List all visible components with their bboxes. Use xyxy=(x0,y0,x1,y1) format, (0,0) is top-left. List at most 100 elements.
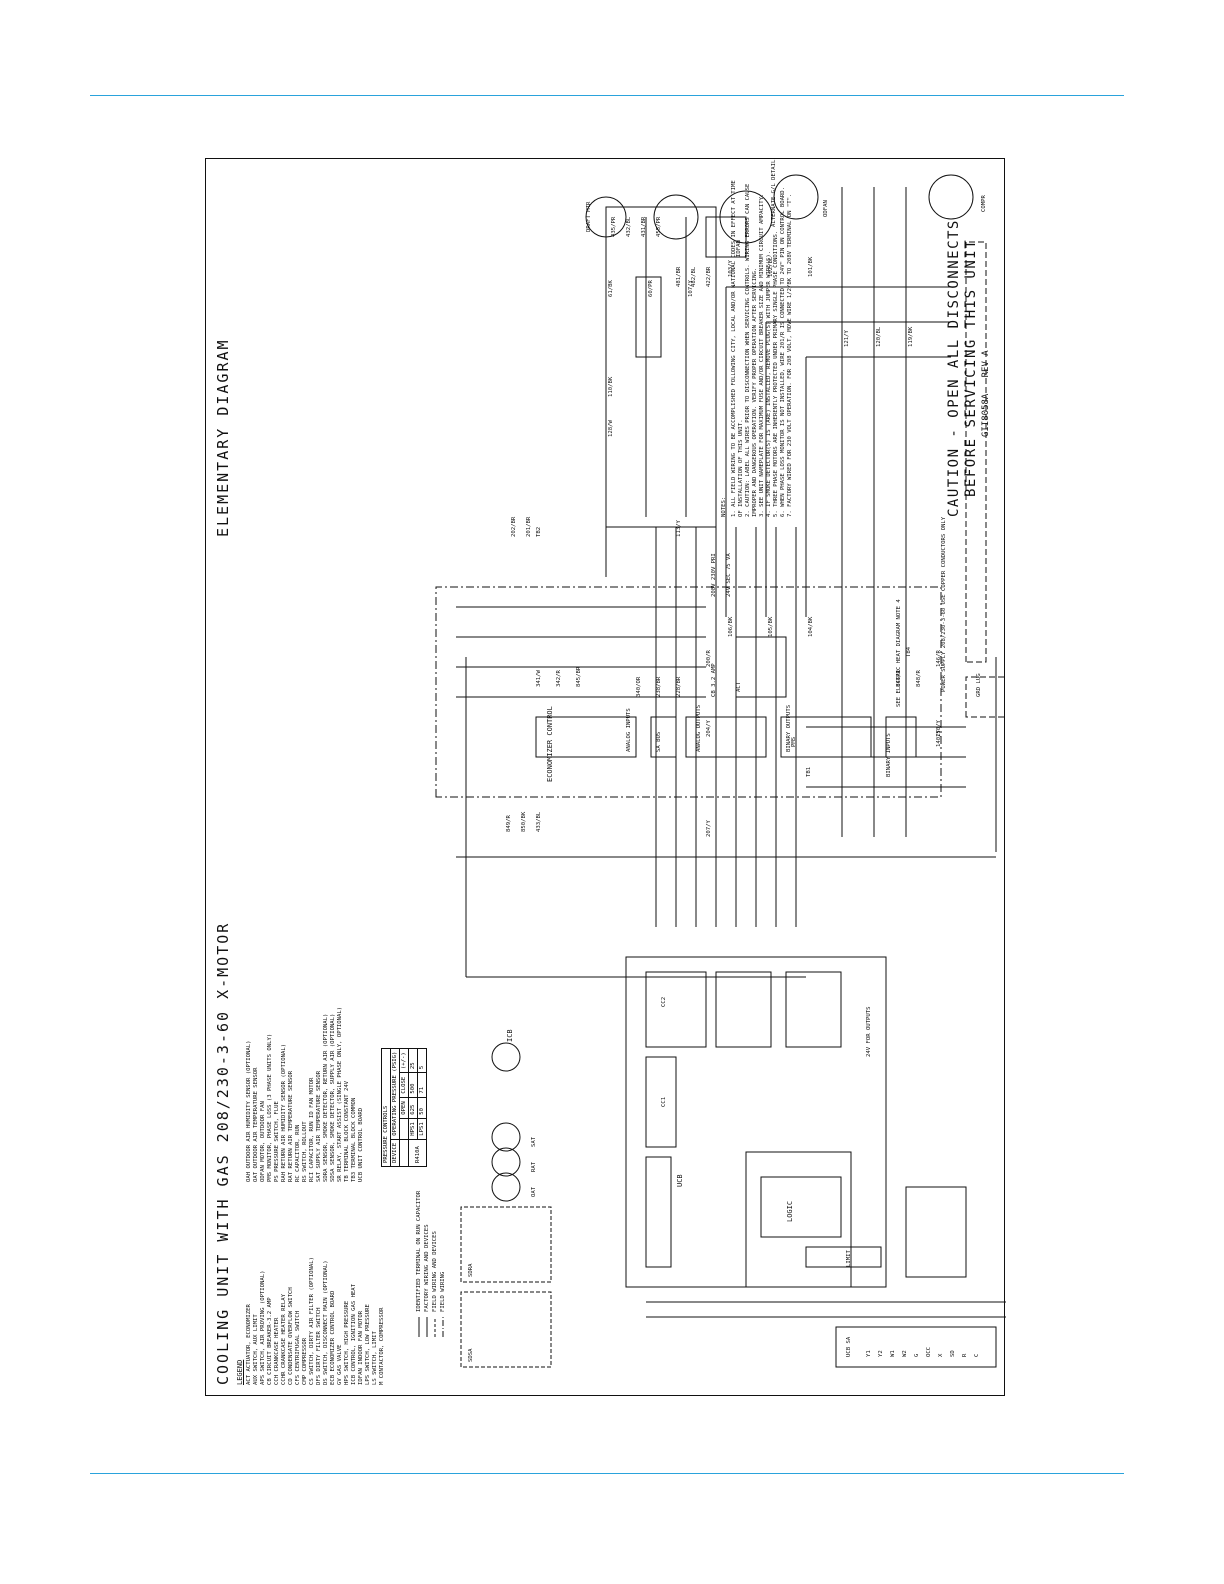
legend-code: RS xyxy=(302,1175,308,1182)
legend-code: ACT xyxy=(246,1374,252,1385)
legend-code: M xyxy=(379,1381,385,1385)
wire-label: 128/W xyxy=(608,420,614,437)
wire-label: 431/BR xyxy=(641,216,647,237)
legend-entry: OAH OUTDOOR AIR HUMIDITY SENSOR (OPTIONA… xyxy=(246,922,253,1182)
wire-label: 340/OR xyxy=(636,676,642,697)
note-item: 5. THREE PHASE MOTORS ARE INHERENTLY PRO… xyxy=(773,230,779,517)
legend-code: PMS xyxy=(267,1171,273,1182)
wire-label: 204/Y xyxy=(706,720,712,737)
legend-right-list: OAH OUTDOOR AIR HUMIDITY SENSOR (OPTIONA… xyxy=(246,922,365,1182)
legend-entry: CCH CRANKCASE HEATER xyxy=(274,1185,281,1385)
legend-desc: SWITCH, AUX LIMIT xyxy=(253,1314,259,1372)
legend-desc: MONITOR, PHASE LOSS (3 PHASE UNITS ONLY) xyxy=(267,1033,273,1169)
cb-label: CB 3.2 AMP xyxy=(711,663,717,697)
logic-label: LOGIC xyxy=(786,1200,794,1222)
note-item: 1. ALL FIELD WIRING TO BE ACCOMPLISHED F… xyxy=(731,180,744,517)
terminal-occ: OCC xyxy=(926,1346,932,1357)
legend-desc: COMPRESSOR xyxy=(302,1337,308,1372)
wire-label: 121/Y xyxy=(844,330,850,347)
diagram-rotated-canvas: COOLING UNIT WITH GAS 208/230-3-60 X-MOT… xyxy=(206,159,1006,1397)
legend-desc: CRANKCASE HEATER RELAY xyxy=(281,1294,287,1369)
legend-entry: SDRA SENSOR, SMOKE DETECTOR, RETURN AIR … xyxy=(323,922,330,1182)
see-heat-label: SEE ELECTRIC HEAT DIAGRAM NOTE 4 xyxy=(896,599,902,707)
legend-desc: RETURN AIR HUMIDITY SENSOR (OPTIONAL) xyxy=(281,1043,287,1169)
legend-desc: SWITCH, HIGH PRESSURE xyxy=(344,1300,350,1372)
terminal-w2: W2 xyxy=(902,1350,908,1357)
wire-label: 433/BL xyxy=(536,811,542,832)
pressure-head-open: OPEN xyxy=(399,1097,409,1119)
part-number: GII8058A REV A xyxy=(981,350,991,437)
legend-entry: RAT RETURN AIR TEMPERATURE SENSOR xyxy=(288,922,295,1182)
legend-code: AUX xyxy=(253,1374,259,1385)
legend-code: CS xyxy=(309,1378,315,1385)
legend-entry: ICB CONTROL, IGNITION GAS HEAT xyxy=(351,1185,358,1385)
wire-label: 200/R xyxy=(706,650,712,667)
legend-desc: DIRTY FILTER SWITCH xyxy=(316,1307,322,1372)
legend-heading: LEGEND xyxy=(236,1359,244,1385)
analog-inputs-label: ANALOG INPUTS xyxy=(626,708,632,752)
legend-code: RC xyxy=(295,1175,301,1182)
legend-entry: LPS SWITCH, LOW PRESSURE xyxy=(365,1185,372,1385)
legend-code: LS xyxy=(372,1378,378,1385)
header-rule xyxy=(90,95,1124,96)
terminal-x: X xyxy=(938,1353,944,1357)
sensor-rat: RAT xyxy=(531,1161,537,1172)
wire-label: 201/BR xyxy=(526,516,532,537)
wire-label: 150/Y xyxy=(936,720,942,737)
legend-left-list: ACT ACTUATOR, ECONOMIZER AUX SWITCH, AUX… xyxy=(246,1185,386,1385)
legend-entry: ECB ECONOMIZER CONTROL BOARD xyxy=(330,1185,337,1385)
terminal-c: C xyxy=(974,1353,980,1357)
wire-label: 482/BL xyxy=(691,266,697,287)
legend-entry: CB CIRCUIT BREAKER-3.2 AMP xyxy=(267,1185,274,1385)
terminal-g: G xyxy=(914,1353,920,1357)
wire-label: 846/R xyxy=(896,670,902,687)
legend-code: PS xyxy=(274,1175,280,1182)
legend-desc: CENTRIFUGAL SWITCH xyxy=(295,1310,301,1372)
wire-label: 113/Y xyxy=(676,520,682,537)
legend-entry: ACT ACTUATOR, ECONOMIZER xyxy=(246,1185,253,1385)
ucb-box xyxy=(625,956,887,1288)
wire-label: 342/R xyxy=(556,670,562,687)
wire-label: 104/BK xyxy=(808,616,814,637)
table-cell: 625 xyxy=(408,1097,418,1119)
line-legend-3: FIELD WIRING xyxy=(440,1271,446,1312)
legend-desc: SWITCH, LIMIT xyxy=(372,1331,378,1375)
ucb-sa-label: UCB SA xyxy=(846,1336,852,1357)
wire-label: 849/R xyxy=(506,815,512,832)
legend-code: UCB xyxy=(358,1171,364,1182)
legend-entry: ODFAN MOTOR, OUTDOOR FAN xyxy=(260,922,267,1182)
legend-entry: RCI CAPACITOR, RUN ID FAN MOTOR xyxy=(309,922,316,1182)
legend-desc: INDOOR FAN MOTOR xyxy=(358,1310,364,1365)
pressure-head-close: CLOSE xyxy=(399,1072,409,1098)
legend-code: RCI xyxy=(309,1171,315,1182)
wire-label: 228/BR xyxy=(676,676,682,697)
terminal-sd: SD xyxy=(950,1350,956,1357)
footer-rule xyxy=(90,1473,1124,1474)
wire-label: 845/BR xyxy=(576,666,582,687)
legend-code: CFS xyxy=(295,1374,301,1385)
pressure-table-sub: OPERATING PRESSURE (PSIG) xyxy=(390,1048,400,1140)
legend-entry: IDFAN INDOOR FAN MOTOR xyxy=(358,1185,365,1385)
legend-entry: SAT SUPPLY AIR TEMPERATURE SENSOR xyxy=(316,922,323,1182)
legend-entry: CFS CENTRIFUGAL SWITCH xyxy=(295,1185,302,1385)
disconnect-area xyxy=(965,241,1006,718)
legend-entry: CS SWITCH, DIRTY AIR FILTER (OPTIONAL) xyxy=(309,1185,316,1385)
legend-entry: AUX SWITCH, AUX LIMIT xyxy=(253,1185,260,1385)
smoke-detector-boxes xyxy=(460,1206,552,1368)
wire-label: 455/PR xyxy=(656,216,662,237)
legend-entry: LS SWITCH, LIMIT xyxy=(372,1185,379,1385)
line-legend-0: IDENTIFIED TERMINAL ON RUN CAPACITOR xyxy=(416,1190,422,1312)
legend-entry: TB TERMINAL BLOCK CONSTANT 24V xyxy=(344,922,351,1182)
legend-entry: SDSA SENSOR, SMOKE DETECTOR, SUPPLY AIR … xyxy=(330,922,337,1182)
outputs-label: 24V FOR OUTPUTS xyxy=(866,1006,872,1057)
wire-label: 422/BR xyxy=(706,266,712,287)
legend-entry: TB3 TERMINAL BLOCK COMMON xyxy=(351,922,358,1182)
legend-code: ECB xyxy=(330,1374,336,1385)
wire-label: 435/PR xyxy=(611,216,617,237)
legend-code: TB3 xyxy=(351,1171,357,1182)
legend-code: IDFAN xyxy=(358,1368,364,1385)
legend-code: HPS xyxy=(344,1374,350,1385)
diagram-title: COOLING UNIT WITH GAS 208/230-3-60 X-MOT… xyxy=(214,921,232,1385)
table-cell: 25 xyxy=(408,1048,418,1073)
